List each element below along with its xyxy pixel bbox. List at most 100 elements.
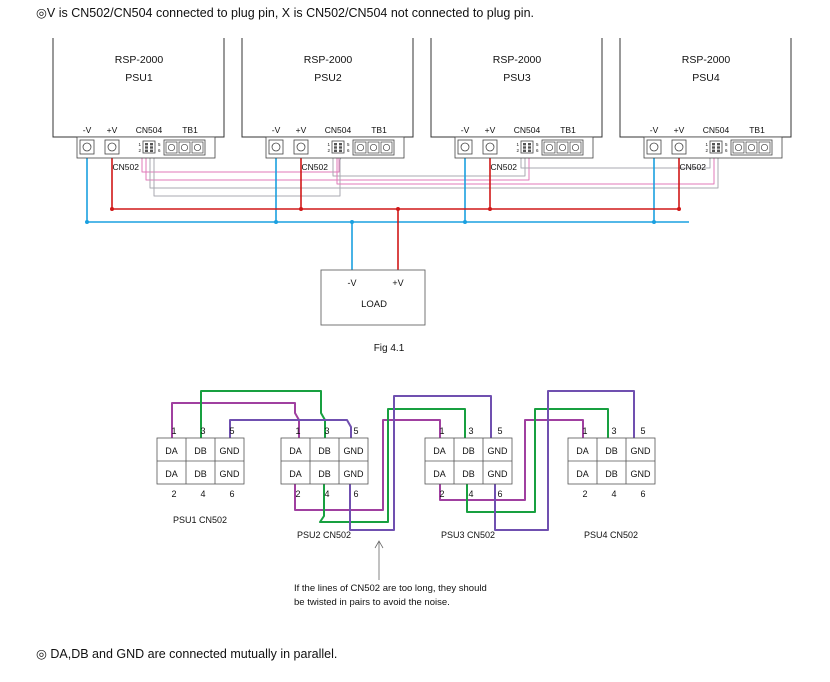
psu-name-label: PSU2 <box>314 72 342 84</box>
signal-cable-3 <box>149 155 719 189</box>
cn-pin <box>717 143 720 146</box>
tb1-screw-icon <box>167 143 176 152</box>
top-pin-number: 5 <box>353 426 358 436</box>
neg-terminal-label: -V <box>83 125 92 135</box>
cn-pin <box>717 149 720 152</box>
pin-signal-label: GND <box>344 469 365 479</box>
pos-terminal-label: +V <box>674 125 685 135</box>
tb1-terminal <box>556 141 569 154</box>
cn-pin <box>528 143 531 146</box>
tb1-screw-icon <box>545 143 554 152</box>
bottom-pin-number: 2 <box>439 489 444 499</box>
cn-pin <box>339 143 342 146</box>
pin-num-1: 1 <box>705 142 708 147</box>
note-bottom: ◎ DA,DB and GND are connected mutually i… <box>36 647 338 661</box>
tb1-terminal <box>178 141 191 154</box>
pos-terminal <box>293 139 309 155</box>
connector-label: PSU1 CN502 <box>173 515 227 525</box>
da-wire-1-2 <box>171 402 300 438</box>
tb1-terminal <box>758 141 771 154</box>
twist-note-line2: be twisted in pairs to avoid the noise. <box>294 597 450 608</box>
pos-terminal <box>104 139 120 155</box>
neg-terminal-label: -V <box>461 125 470 135</box>
top-pin-number: 1 <box>439 426 444 436</box>
cn502-label: CN502 <box>491 162 518 172</box>
pin-num-2: 2 <box>705 148 708 153</box>
neg-screw-icon <box>460 142 470 152</box>
psu-housing <box>430 38 603 138</box>
cn504-label: CN504 <box>703 125 730 135</box>
pin-signal-label: GND <box>631 469 652 479</box>
tb1-terminal <box>380 141 393 154</box>
pin-signal-label: DA <box>576 469 589 479</box>
cn-pin <box>150 146 153 149</box>
psu-model-label: RSP-2000 <box>115 54 164 66</box>
pin-signal-label: DA <box>165 446 178 456</box>
psu-name-label: PSU3 <box>503 72 531 84</box>
psu-housing <box>52 38 225 138</box>
connector-label: PSU2 CN502 <box>297 530 351 540</box>
cn-pin <box>150 149 153 152</box>
bottom-pin-number: 2 <box>295 489 300 499</box>
pin-num-5: 5 <box>158 142 161 147</box>
pin-num-6: 6 <box>158 148 161 153</box>
signal-cable-1 <box>141 155 340 173</box>
pin-signal-label: GND <box>220 446 241 456</box>
pin-signal-label: DA <box>289 446 302 456</box>
cn-pin <box>523 143 526 146</box>
top-pin-number: 5 <box>640 426 645 436</box>
pin-num-6: 6 <box>536 148 539 153</box>
db-wire-1-2 <box>200 390 326 438</box>
cn-pin <box>334 149 337 152</box>
pin-num-2: 2 <box>327 148 330 153</box>
tb1-screw-icon <box>760 143 769 152</box>
cn504-label: CN504 <box>136 125 163 135</box>
psu-model-label: RSP-2000 <box>682 54 731 66</box>
tb1-screw-icon <box>382 143 391 152</box>
pin-signal-label: DB <box>462 469 475 479</box>
cn502-label: CN502 <box>680 162 707 172</box>
cn-pin <box>339 149 342 152</box>
neg-terminal-label: -V <box>650 125 659 135</box>
pin-signal-label: DB <box>605 469 618 479</box>
pos-screw-icon <box>485 142 495 152</box>
neg-terminal <box>646 139 662 155</box>
bottom-pin-number: 6 <box>229 489 234 499</box>
pin-signal-label: GND <box>344 446 365 456</box>
psu-model-label: RSP-2000 <box>493 54 542 66</box>
cn-pin-block <box>331 140 345 154</box>
cn-pin <box>717 146 720 149</box>
pin-num-6: 6 <box>347 148 350 153</box>
pin-signal-label: DB <box>194 446 207 456</box>
top-pin-number: 3 <box>468 426 473 436</box>
da-wire-3-4 <box>439 419 584 501</box>
cn-pin <box>145 149 148 152</box>
pin-signal-label: DA <box>433 446 446 456</box>
pin-num-5: 5 <box>536 142 539 147</box>
cn-pin <box>523 146 526 149</box>
pin-signal-label: DA <box>433 469 446 479</box>
cn-pin-block <box>709 140 723 154</box>
twist-note-line1: If the lines of CN502 are too long, they… <box>294 583 487 594</box>
tb1-screw-icon <box>747 143 756 152</box>
gnd-wire-2-3 <box>349 395 492 531</box>
tb1-label: TB1 <box>371 125 387 135</box>
top-pin-number: 3 <box>200 426 205 436</box>
signal-cable-6 <box>336 155 715 185</box>
tb1-terminal <box>367 141 380 154</box>
load-pos-label: +V <box>392 278 403 288</box>
cn504-label: CN504 <box>325 125 352 135</box>
pos-screw-icon <box>107 142 117 152</box>
cn-pin <box>712 149 715 152</box>
psu-name-label: PSU1 <box>125 72 153 84</box>
cn-pin-block <box>520 140 534 154</box>
top-pin-number: 1 <box>295 426 300 436</box>
load-label: LOAD <box>361 299 387 310</box>
cn-pin <box>145 143 148 146</box>
psu-name-label: PSU4 <box>692 72 720 84</box>
tb1-terminal <box>354 141 367 154</box>
psu-housing <box>241 38 414 138</box>
